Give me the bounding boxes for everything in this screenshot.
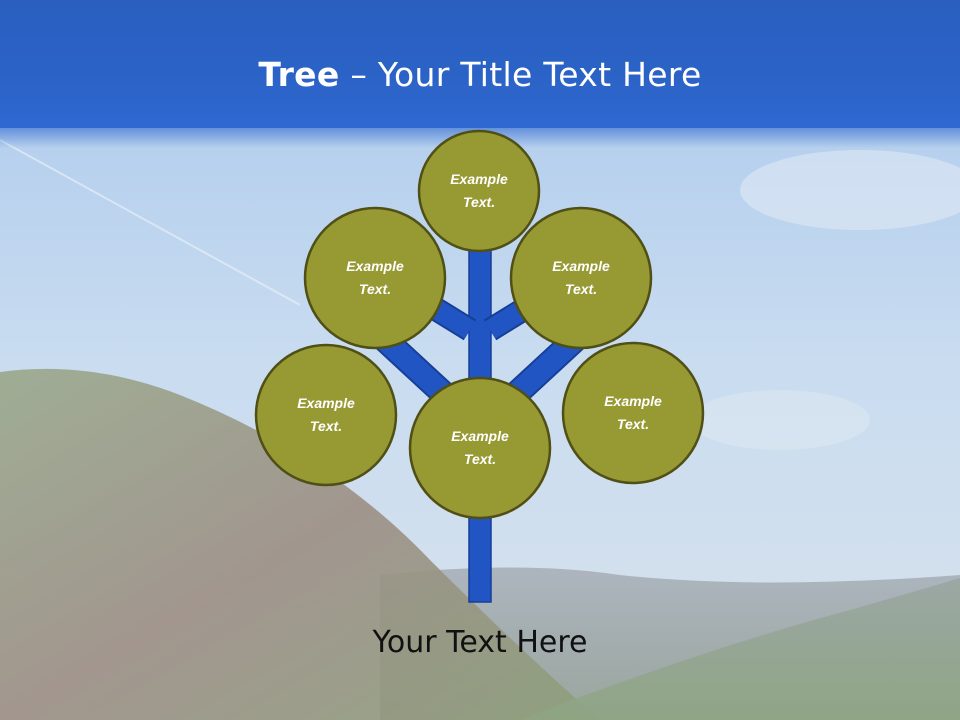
tree-node-lower-right bbox=[561, 341, 705, 485]
node-label-upper-right-line1: Example bbox=[552, 258, 610, 274]
node-label-top: Example Text. bbox=[419, 168, 539, 214]
node-label-center-line1: Example bbox=[451, 428, 509, 444]
node-label-lower-left: Example Text. bbox=[256, 392, 396, 438]
node-label-upper-left-line1: Example bbox=[346, 258, 404, 274]
node-label-upper-right: Example Text. bbox=[511, 255, 651, 301]
tree-node-upper-left bbox=[303, 206, 447, 350]
node-label-top-line1: Example bbox=[450, 171, 508, 187]
node-label-lower-left-line1: Example bbox=[297, 395, 355, 411]
title-separator: – bbox=[339, 55, 378, 94]
node-label-lower-left-line2: Text. bbox=[309, 418, 343, 434]
node-label-upper-left: Example Text. bbox=[305, 255, 445, 301]
slide-title: Tree – Your Title Text Here bbox=[0, 52, 960, 98]
title-rest: Your Title Text Here bbox=[377, 55, 702, 94]
node-label-lower-right-line1: Example bbox=[604, 393, 662, 409]
node-label-top-line2: Text. bbox=[462, 194, 496, 210]
node-label-lower-right-line2: Text. bbox=[616, 416, 650, 432]
node-label-center-line2: Text. bbox=[463, 451, 497, 467]
node-label-center: Example Text. bbox=[410, 425, 550, 471]
node-label-upper-right-line2: Text. bbox=[564, 281, 598, 297]
title-bold: Tree bbox=[258, 55, 340, 94]
footer-text: Your Text Here bbox=[372, 625, 588, 660]
node-label-lower-right: Example Text. bbox=[563, 390, 703, 436]
tree-node-center bbox=[408, 376, 552, 520]
title-bar bbox=[0, 0, 960, 128]
node-label-upper-left-line2: Text. bbox=[358, 281, 392, 297]
tree-node-top bbox=[417, 129, 541, 253]
tree-node-lower-left bbox=[254, 343, 398, 487]
tree-node-upper-right bbox=[509, 206, 653, 350]
